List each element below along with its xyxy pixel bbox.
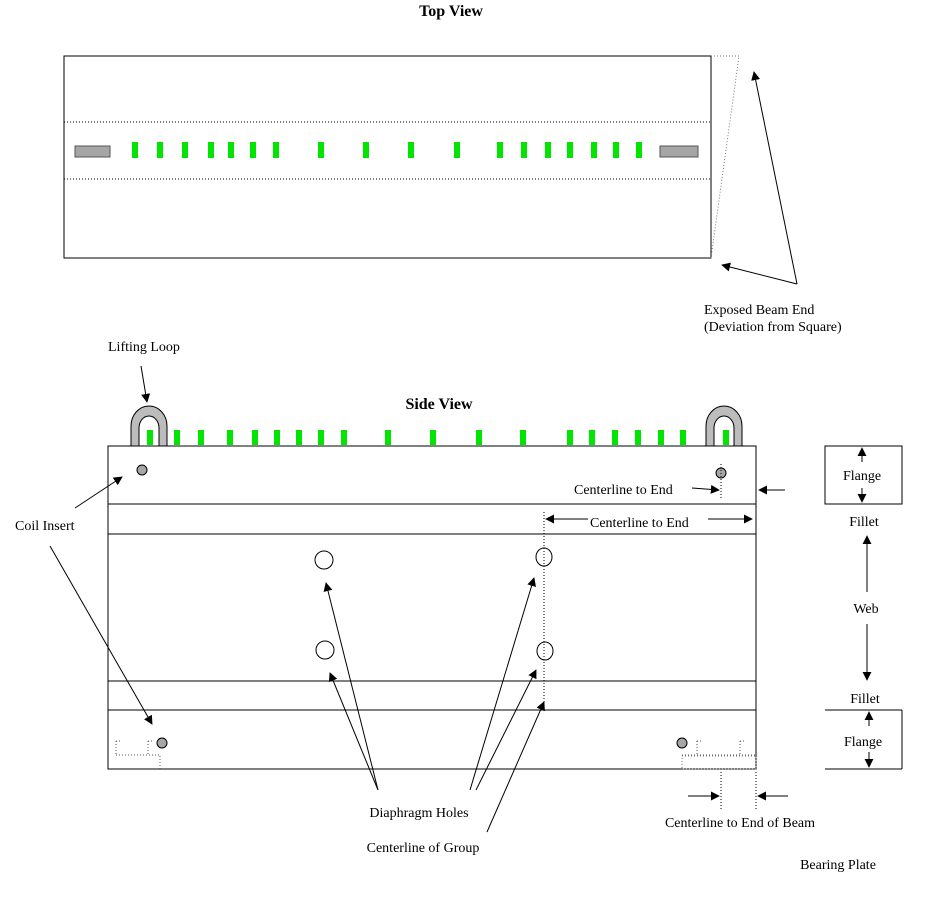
bearing-plate-label: Bearing Plate (800, 858, 876, 873)
side-strand-marker-16 (612, 430, 618, 445)
top-strand-marker-13 (521, 142, 527, 158)
centerline-to-end-label-1: Centerline to End (574, 483, 673, 498)
side-strand-marker-12 (476, 430, 482, 445)
diaphragm-hole-2 (315, 640, 335, 660)
diaphragm-arrow-3 (469, 577, 536, 791)
side-strand-marker-2 (174, 430, 180, 445)
top-strand-marker-9 (363, 142, 369, 158)
fillet-top-label: Fillet (849, 515, 879, 530)
side-bearing-plate (681, 755, 757, 770)
centerline-of-group-label: Centerline of Group (367, 841, 480, 856)
diaphragm-hole-4 (536, 641, 554, 661)
diaphragm-arrow-2 (328, 672, 379, 791)
centerline-to-end-arrow-1a (691, 484, 720, 494)
side-strand-marker-7 (296, 430, 302, 445)
top-strand-marker-2 (157, 142, 163, 158)
flange-bottom-label: Flange (844, 735, 882, 750)
centerline-to-end-label-2: Centerline to End (590, 516, 689, 531)
side-strand-marker-1 (147, 430, 153, 445)
side-beam-outline (107, 445, 757, 770)
diaphragm-hole-1 (314, 550, 334, 570)
coil-insert-arrow-lower (49, 545, 153, 725)
coil-insert-bottom-right (676, 737, 688, 749)
top-strand-marker-11 (454, 142, 460, 158)
side-strand-marker-8 (318, 430, 324, 445)
top-strand-marker-1 (132, 142, 138, 158)
coil-insert-arrow-upper (74, 476, 123, 509)
top-strand-marker-12 (497, 142, 503, 158)
side-strand-marker-6 (274, 430, 280, 445)
top-view (63, 55, 740, 259)
top-strand-marker-17 (613, 142, 619, 158)
bottom-right-insert-detail (682, 740, 756, 756)
side-strand-marker-20 (723, 430, 729, 445)
side-strand-marker-3 (198, 430, 204, 445)
side-strand-marker-15 (589, 430, 595, 445)
lifting-loop-label: Lifting Loop (108, 340, 180, 355)
top-strand-group (132, 142, 642, 158)
top-strand-marker-14 (545, 142, 551, 158)
top-strand-marker-16 (591, 142, 597, 158)
fillet-bottom-label: Fillet (850, 692, 880, 707)
top-strand-marker-8 (318, 142, 324, 158)
diaphragm-arrow-4 (475, 669, 537, 791)
top-strand-marker-15 (567, 142, 573, 158)
top-strand-marker-18 (636, 142, 642, 158)
exposed-end-arrow-lower (721, 262, 798, 285)
flange-top-label: Flange (843, 469, 881, 484)
centerline-to-end-of-beam-label: Centerline to End of Beam (665, 816, 815, 831)
side-strand-group (147, 430, 729, 445)
lifting-loop-right (705, 405, 743, 447)
side-strand-marker-19 (680, 430, 686, 445)
side-strand-marker-5 (252, 430, 258, 445)
top-beam-outline (63, 55, 712, 259)
top-strand-marker-6 (250, 142, 256, 158)
top-strand-marker-10 (408, 142, 414, 158)
top-strand-marker-3 (182, 142, 188, 158)
top-strand-marker-4 (208, 142, 214, 158)
coil-insert-bottom-left (156, 737, 168, 749)
top-strand-marker-7 (273, 142, 279, 158)
side-strand-marker-17 (635, 430, 641, 445)
side-view (107, 405, 757, 810)
side-strand-marker-4 (227, 430, 233, 445)
side-view-title: Side View (405, 396, 473, 413)
centerline-of-group-arrow (486, 701, 545, 833)
exposed-beam-end-label: Exposed Beam End (704, 303, 814, 318)
side-strand-marker-13 (520, 430, 526, 445)
skewed-beam-end (710, 55, 740, 259)
side-strand-marker-18 (658, 430, 664, 445)
bottom-left-insert-detail (115, 740, 161, 769)
coil-insert-top-left (136, 464, 148, 476)
exposed-end-arrow-upper (751, 71, 798, 285)
web-label: Web (853, 602, 878, 617)
side-strand-marker-11 (430, 430, 436, 445)
exposed-beam-end-sublabel: (Deviation from Square) (704, 320, 842, 335)
diaphragm-holes-label: Diaphragm Holes (369, 806, 468, 821)
side-strand-marker-14 (567, 430, 573, 445)
top-bearing-plate-left (74, 145, 111, 158)
diaphragm-arrow-1 (323, 582, 379, 791)
top-bearing-plate-right (659, 145, 699, 158)
side-strand-marker-9 (341, 430, 347, 445)
flange-top-bracket-mask (826, 447, 901, 503)
coil-insert-label: Coil Insert (15, 519, 75, 534)
side-strand-marker-10 (385, 430, 391, 445)
lifting-loop-left (130, 405, 168, 447)
top-strand-marker-5 (228, 142, 234, 158)
top-view-title: Top View (419, 3, 483, 20)
lifting-loop-arrow (140, 365, 151, 403)
